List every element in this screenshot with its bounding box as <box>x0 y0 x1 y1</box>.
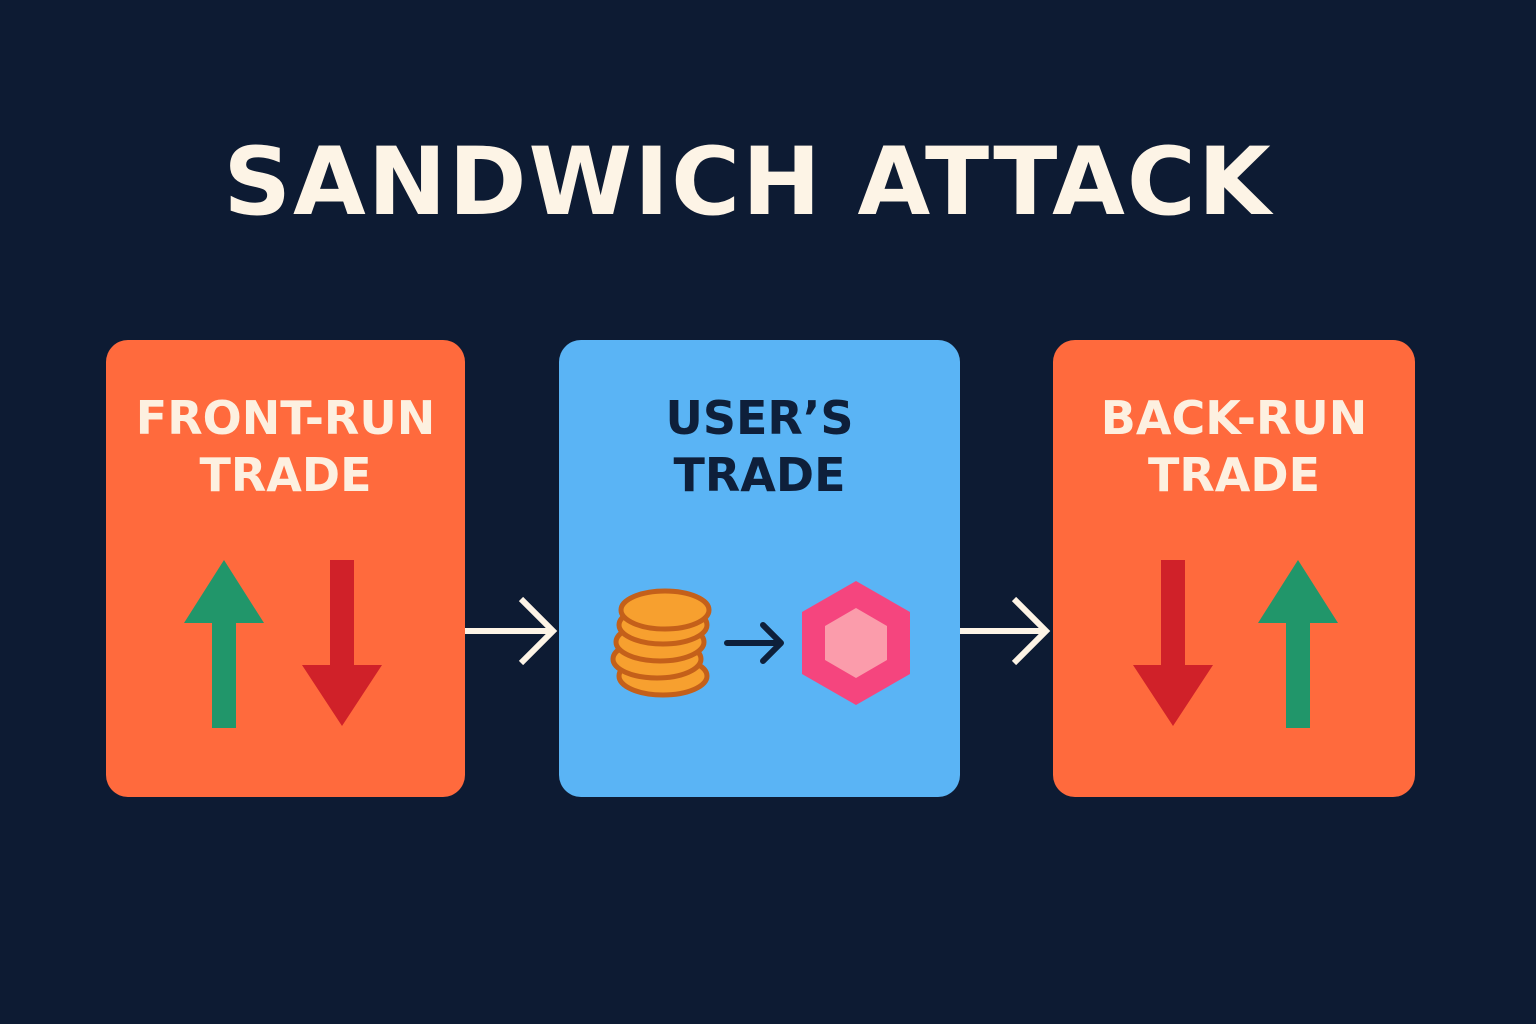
back-run-icons <box>1133 560 1338 728</box>
users-trade-label-line1: USER’S <box>665 391 854 445</box>
users-trade-icons <box>610 581 910 705</box>
users-trade-label: USER’S TRADE <box>559 390 960 504</box>
coin-stack-icon <box>610 588 712 698</box>
arrow-up-icon <box>184 560 264 728</box>
front-run-trade-box: FRONT-RUN TRADE <box>106 340 465 797</box>
arrow-right-icon <box>465 597 558 665</box>
users-trade-box: USER’S TRADE <box>559 340 960 797</box>
users-trade-label-line2: TRADE <box>673 448 846 502</box>
arrow-up-icon <box>1258 560 1338 728</box>
back-run-trade-box: BACK-RUN TRADE <box>1053 340 1415 797</box>
back-run-label-line1: BACK-RUN <box>1100 391 1368 445</box>
front-run-label-line1: FRONT-RUN <box>135 391 436 445</box>
arrow-right-icon <box>960 597 1051 665</box>
arrow-right-icon <box>724 622 784 664</box>
front-run-label-line2: TRADE <box>199 448 372 502</box>
arrow-down-icon <box>302 560 382 726</box>
front-run-trade-label: FRONT-RUN TRADE <box>106 390 465 504</box>
back-run-label-line2: TRADE <box>1147 448 1320 502</box>
back-run-trade-label: BACK-RUN TRADE <box>1053 390 1415 504</box>
arrow-down-icon <box>1133 560 1213 726</box>
diagram-title: SANDWICH ATTACK <box>223 128 1273 237</box>
front-run-icons <box>184 560 382 728</box>
hexagon-token-icon <box>802 581 910 705</box>
